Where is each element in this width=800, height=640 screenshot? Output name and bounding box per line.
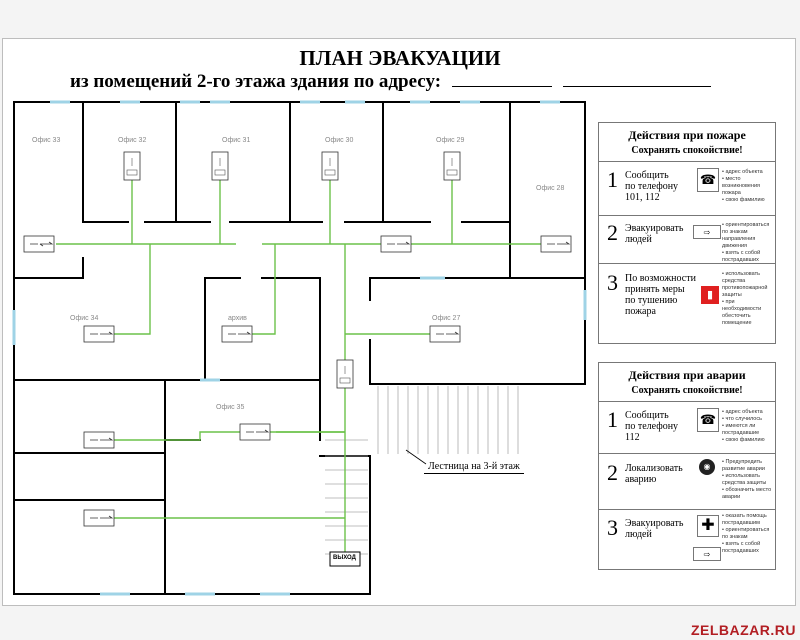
windows xyxy=(12,100,587,596)
step-text: Эвакуировать людей xyxy=(625,518,684,540)
fire-extinguisher-icon: ▮ xyxy=(701,286,719,304)
room-label-35: Офис 35 xyxy=(216,404,245,411)
exit-sign-icon xyxy=(23,235,55,253)
step-text: По возможности принять меры по тушению п… xyxy=(625,273,696,317)
divider xyxy=(599,401,775,402)
accident-actions-panel: Действия при аварии Сохранять спокойстви… xyxy=(598,362,776,570)
room-label-33: Офис 33 xyxy=(32,137,61,144)
step-text: Локализовать аварию xyxy=(625,463,683,485)
step-text: Сообщить по телефону 112 xyxy=(625,410,679,443)
step-number: 1 xyxy=(607,407,618,432)
step-number: 3 xyxy=(607,515,618,540)
protective-mask-icon: ◉ xyxy=(699,459,715,475)
divider xyxy=(599,161,775,162)
step-number: 3 xyxy=(607,270,618,295)
room-label-34: Офис 34 xyxy=(70,315,99,322)
plan-title: ПЛАН ЭВАКУАЦИИ xyxy=(299,46,501,70)
step-number: 2 xyxy=(607,460,618,485)
exit-door-sign xyxy=(329,551,361,567)
room-label-29: Офис 29 xyxy=(436,137,465,144)
exit-door-label: ВЫХОД xyxy=(333,555,356,561)
stairs-label: Лестница на 3-й этаж xyxy=(424,461,524,474)
exit-sign-arrows xyxy=(30,241,571,519)
step-text: Сообщить по телефону 101, 112 xyxy=(625,170,679,203)
call-points xyxy=(123,151,461,389)
exit-sign-icon xyxy=(239,423,271,441)
room-label-31: Офис 31 xyxy=(222,137,251,144)
exit-signs xyxy=(23,235,572,527)
exit-sign-icon xyxy=(83,325,115,343)
exit-sign-icon xyxy=(83,431,115,449)
step-number: 1 xyxy=(607,167,618,192)
room-label-30: Офис 30 xyxy=(325,137,354,144)
step-text: Эвакуировать людей xyxy=(625,223,684,245)
plan-subtitle-text: из помещений 2-го этажа здания по адресу… xyxy=(70,71,442,92)
divider xyxy=(599,453,775,454)
address-blank-1 xyxy=(451,70,552,87)
evacuation-routes xyxy=(56,178,565,552)
step-bullets: адрес объекта место возникновения пожара… xyxy=(722,169,774,204)
step-bullets: адрес объекта что случилось имеются ли п… xyxy=(722,409,774,444)
exit-sign-icon: ⇨ xyxy=(693,225,721,239)
room-label-27: Офис 27 xyxy=(432,315,461,322)
fire-panel-title: Действия при пожаре xyxy=(628,128,746,142)
exit-sign-icon xyxy=(540,235,572,253)
accident-panel-title: Действия при аварии xyxy=(628,368,746,382)
exit-sign-icon xyxy=(429,325,461,343)
fire-actions-panel: Действия при пожаре Сохранять спокойстви… xyxy=(598,122,776,344)
fire-panel-subtitle: Сохранять спокойствие! xyxy=(631,145,743,156)
step-bullets: ориентироваться по знакам направления дв… xyxy=(722,222,774,264)
step-bullets: использовать средства противопожарной за… xyxy=(722,271,774,327)
plan-subtitle: из помещений 2-го этажа здания по адресу… xyxy=(70,70,711,93)
phone-icon: ☎ xyxy=(697,408,719,432)
exit-sign-icon xyxy=(221,325,253,343)
address-blank-2 xyxy=(562,70,711,87)
divider xyxy=(599,509,775,510)
step-bullets: оказать помощь пострадавшим ориентироват… xyxy=(722,513,774,555)
room-label-28: Офис 28 xyxy=(536,185,565,192)
divider xyxy=(599,215,775,216)
step-number: 2 xyxy=(607,220,618,245)
exit-sign-icon: ⇨ xyxy=(693,547,721,561)
accident-panel-subtitle: Сохранять спокойствие! xyxy=(631,385,743,396)
divider xyxy=(599,263,775,264)
exit-sign-icon xyxy=(83,509,115,527)
room-label-archive: архив xyxy=(228,315,247,322)
phone-icon: ☎ xyxy=(697,168,719,192)
room-label-32: Офис 32 xyxy=(118,137,147,144)
exit-sign-icon xyxy=(380,235,412,253)
first-aid-icon: ✚ xyxy=(697,515,719,537)
step-bullets: Предупредить развитие аварии использоват… xyxy=(722,459,774,501)
watermark: ZELBAZAR.RU xyxy=(690,622,796,638)
